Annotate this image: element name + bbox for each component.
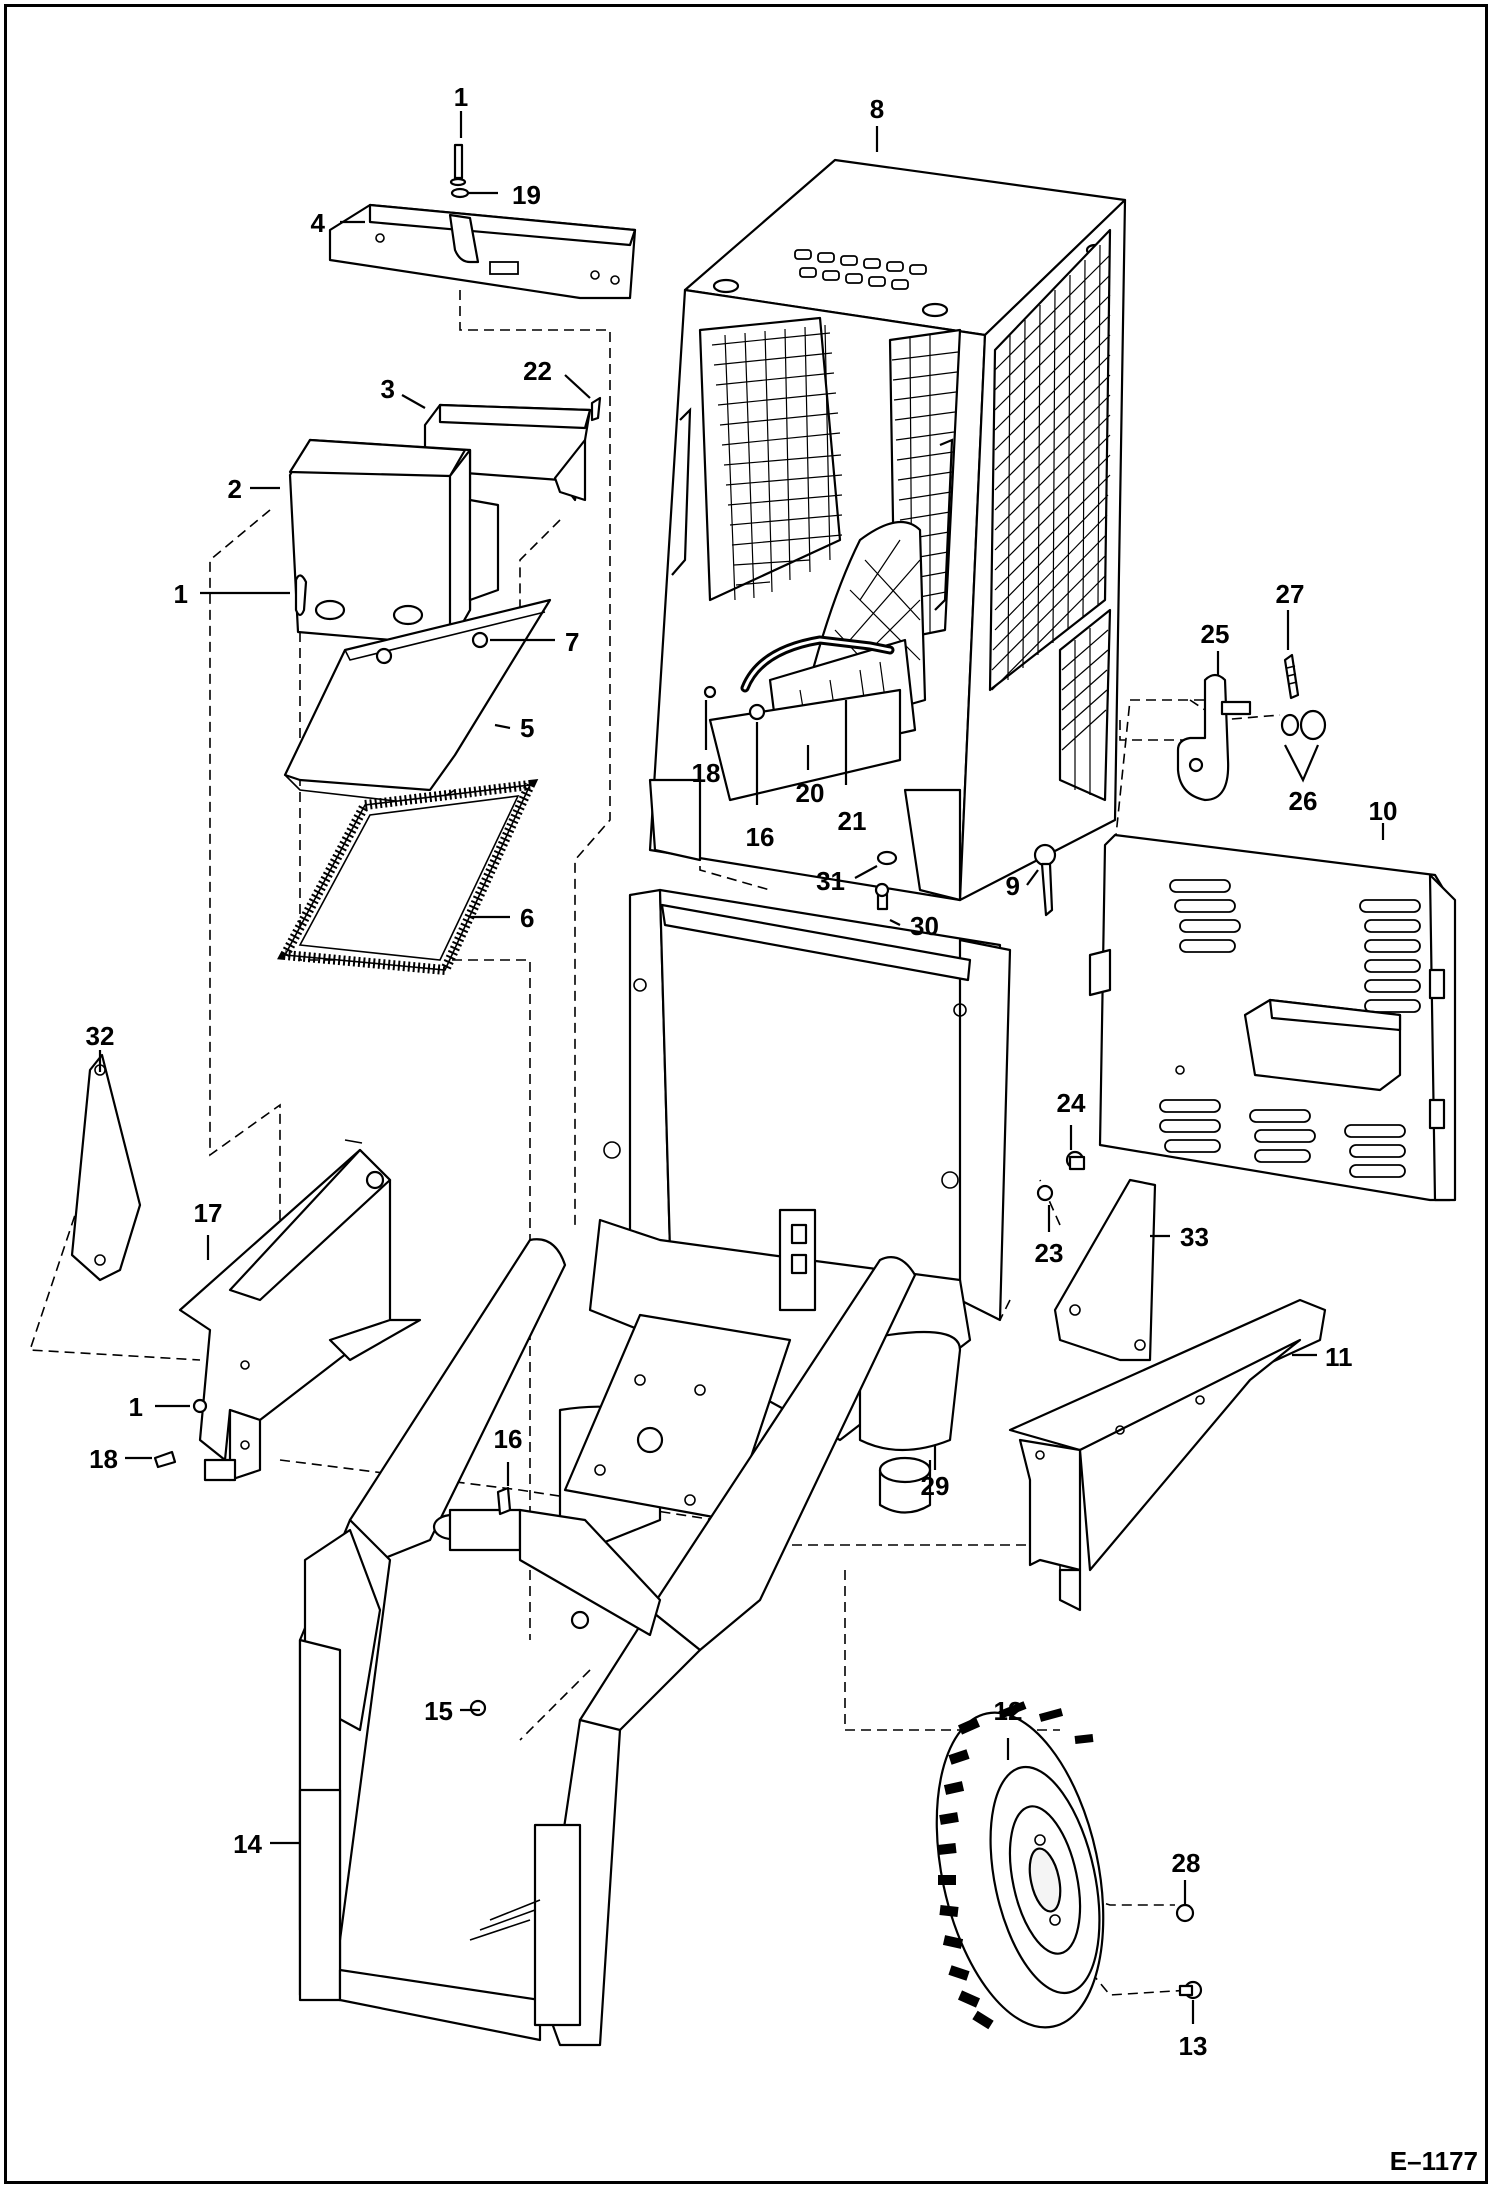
battery-box-cover-2 [288, 438, 500, 647]
wheel-tire-12 [935, 1701, 1105, 2030]
callout-24: 24 [1057, 1088, 1086, 1118]
roof-slots [794, 249, 927, 290]
callout-32: 32 [86, 1021, 115, 1051]
side-mesh [988, 228, 1112, 802]
knob-26 [1280, 709, 1327, 741]
callout-3: 3 [381, 374, 395, 404]
callout-5: 5 [520, 713, 534, 743]
door-vents [1159, 879, 1421, 1178]
callout-14: 14 [233, 1829, 262, 1859]
cover-panel-3 [423, 403, 592, 502]
callout-19: 19 [512, 180, 541, 210]
callout-26: 26 [1289, 786, 1318, 816]
callout-15: 15 [424, 1696, 453, 1726]
callout-17: 17 [194, 1198, 223, 1228]
callout-29: 29 [921, 1471, 950, 1501]
callout-20: 20 [796, 778, 825, 808]
latch-25 [1176, 673, 1252, 802]
callout-25: 25 [1201, 619, 1230, 649]
callout-6: 6 [520, 903, 534, 933]
callout-1-mid: 1 [174, 579, 188, 609]
callout-16-low: 16 [494, 1424, 523, 1454]
lift-arm-assembly [298, 1238, 917, 2047]
callout-28: 28 [1172, 1848, 1201, 1878]
callout-9: 9 [1006, 871, 1020, 901]
callout-30: 30 [910, 911, 939, 941]
left-shield-17 [178, 1139, 422, 1482]
callout-1-top: 1 [454, 82, 468, 112]
front-mesh [698, 316, 962, 642]
operator-cab-canopy [648, 158, 1127, 902]
figure-code: E–1177 [1390, 2146, 1478, 2176]
right-shield-11 [1008, 1298, 1327, 1612]
callout-27: 27 [1276, 579, 1305, 609]
callout-22: 22 [523, 356, 552, 386]
callout-1-low: 1 [129, 1392, 143, 1422]
callout-10: 10 [1369, 796, 1398, 826]
callout-13: 13 [1179, 2031, 1208, 2061]
callout-18-top: 18 [692, 758, 721, 788]
callout-18-low: 18 [89, 1444, 118, 1474]
side-plate-32 [70, 1053, 142, 1282]
callout-2: 2 [228, 474, 242, 504]
panel-bracket-4 [328, 203, 637, 300]
callout-leaders [98, 111, 1385, 2024]
callout-31: 31 [816, 866, 845, 896]
callout-21: 21 [838, 806, 867, 836]
callout-33: 33 [1180, 1222, 1209, 1252]
main-frame [558, 888, 1012, 1562]
callout-12: 12 [994, 1696, 1023, 1726]
callout-labels: 1 19 4 3 22 2 1 7 5 6 8 18 16 20 21 31 3… [86, 82, 1398, 2061]
gasket-6 [277, 778, 539, 976]
pin-27 [1283, 653, 1300, 700]
callout-23: 23 [1035, 1238, 1064, 1268]
rear-door-10 [1088, 833, 1457, 1202]
callout-11: 11 [1325, 1342, 1353, 1372]
callout-16-top: 16 [746, 822, 775, 852]
plate-33 [1053, 1178, 1157, 1362]
callout-8: 8 [870, 94, 884, 124]
callout-7: 7 [565, 627, 579, 657]
callout-4: 4 [311, 208, 326, 238]
